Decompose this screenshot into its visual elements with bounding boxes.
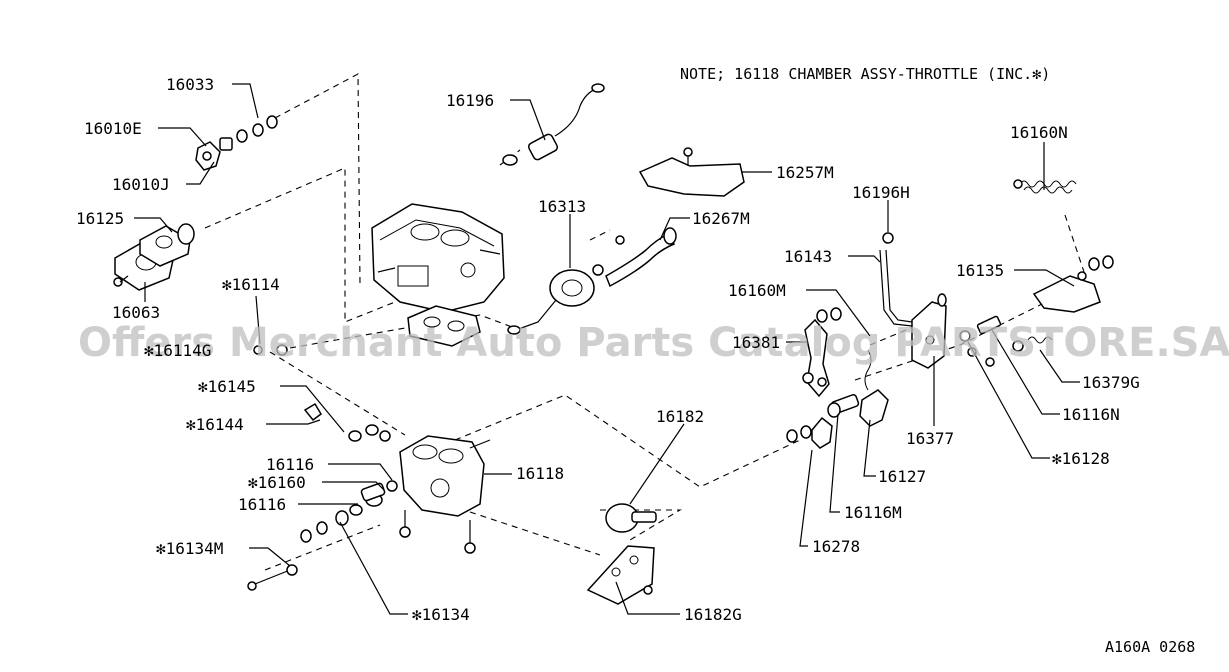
base-gasket <box>407 305 481 347</box>
part-label-16116N[interactable]: 16116N <box>1062 405 1120 424</box>
part-label-16160N[interactable]: 16160N <box>1010 123 1068 142</box>
spring-16160N <box>1013 179 1077 194</box>
part-label-16160[interactable]: ✻16160 <box>248 473 306 492</box>
part-label-16379G[interactable]: 16379G <box>1082 373 1140 392</box>
part-label-16033[interactable]: 16033 <box>166 75 214 94</box>
part-label-16145[interactable]: ✻16145 <box>198 377 256 396</box>
part-label-16313[interactable]: 16313 <box>538 197 586 216</box>
part-label-16381[interactable]: 16381 <box>732 333 780 352</box>
bracket-16257M <box>638 147 745 197</box>
part-label-16144[interactable]: ✻16144 <box>186 415 244 434</box>
part-label-16010J[interactable]: 16010J <box>112 175 170 194</box>
part-label-16134M[interactable]: ✻16134M <box>156 539 223 558</box>
part-label-16257M[interactable]: 16257M <box>776 163 834 182</box>
part-label-16135[interactable]: 16135 <box>956 261 1004 280</box>
bracket-16377 <box>911 293 947 369</box>
leader-lines <box>134 83 1080 615</box>
part-label-16377[interactable]: 16377 <box>906 429 954 448</box>
part-label-16134[interactable]: ✻16134 <box>412 605 470 624</box>
solenoid-valve <box>502 83 605 166</box>
part-label-16116-lower[interactable]: 16116 <box>238 495 286 514</box>
part-label-16182[interactable]: 16182 <box>656 407 704 426</box>
dashpot-16313 <box>507 235 625 335</box>
part-label-16116-upper[interactable]: 16116 <box>266 455 314 474</box>
part-label-16114G[interactable]: ✻16114G <box>144 341 211 360</box>
hose-16267M <box>605 227 677 288</box>
part-label-16196[interactable]: 16196 <box>446 91 494 110</box>
throttle-linkage <box>786 307 889 449</box>
part-label-16128[interactable]: ✻16128 <box>1052 449 1110 468</box>
diagram-note: NOTE; 16118 CHAMBER ASSY-THROTTLE (INC.✻… <box>680 65 1050 83</box>
rod-16143 <box>879 232 913 327</box>
right-small-parts <box>959 315 1053 367</box>
part-label-16010E[interactable]: 16010E <box>84 119 142 138</box>
carburetor-body <box>371 203 505 313</box>
part-label-16267M[interactable]: 16267M <box>692 209 750 228</box>
part-label-16160M[interactable]: 16160M <box>728 281 786 300</box>
dashpot-16182 <box>586 503 657 605</box>
chamber-screws <box>399 510 476 554</box>
chamber-small-parts <box>247 344 398 591</box>
part-label-16196H[interactable]: 16196H <box>852 183 910 202</box>
part-label-16127[interactable]: 16127 <box>878 467 926 486</box>
part-label-16182G[interactable]: 16182G <box>684 605 742 624</box>
plug-and-washers-group <box>195 115 278 171</box>
part-labels: 16033 16010E 16010J 16125 16063 ✻16114 ✻… <box>76 75 1140 624</box>
watermark-text: Offers Merchant Auto Parts Catalog PARTS… <box>78 320 1229 366</box>
part-label-16063[interactable]: 16063 <box>112 303 160 322</box>
throttle-chamber-16118 <box>399 435 491 517</box>
part-label-16118[interactable]: 16118 <box>516 464 564 483</box>
flange-gasket-group <box>113 223 195 291</box>
part-label-16143[interactable]: 16143 <box>784 247 832 266</box>
part-label-16125[interactable]: 16125 <box>76 209 124 228</box>
part-label-16278[interactable]: 16278 <box>812 537 860 556</box>
part-label-16116M[interactable]: 16116M <box>844 503 902 522</box>
part-label-16114[interactable]: ✻16114 <box>222 275 280 294</box>
figure-code: A160A 0268 <box>1105 638 1195 656</box>
lever-16135 <box>1032 255 1114 313</box>
